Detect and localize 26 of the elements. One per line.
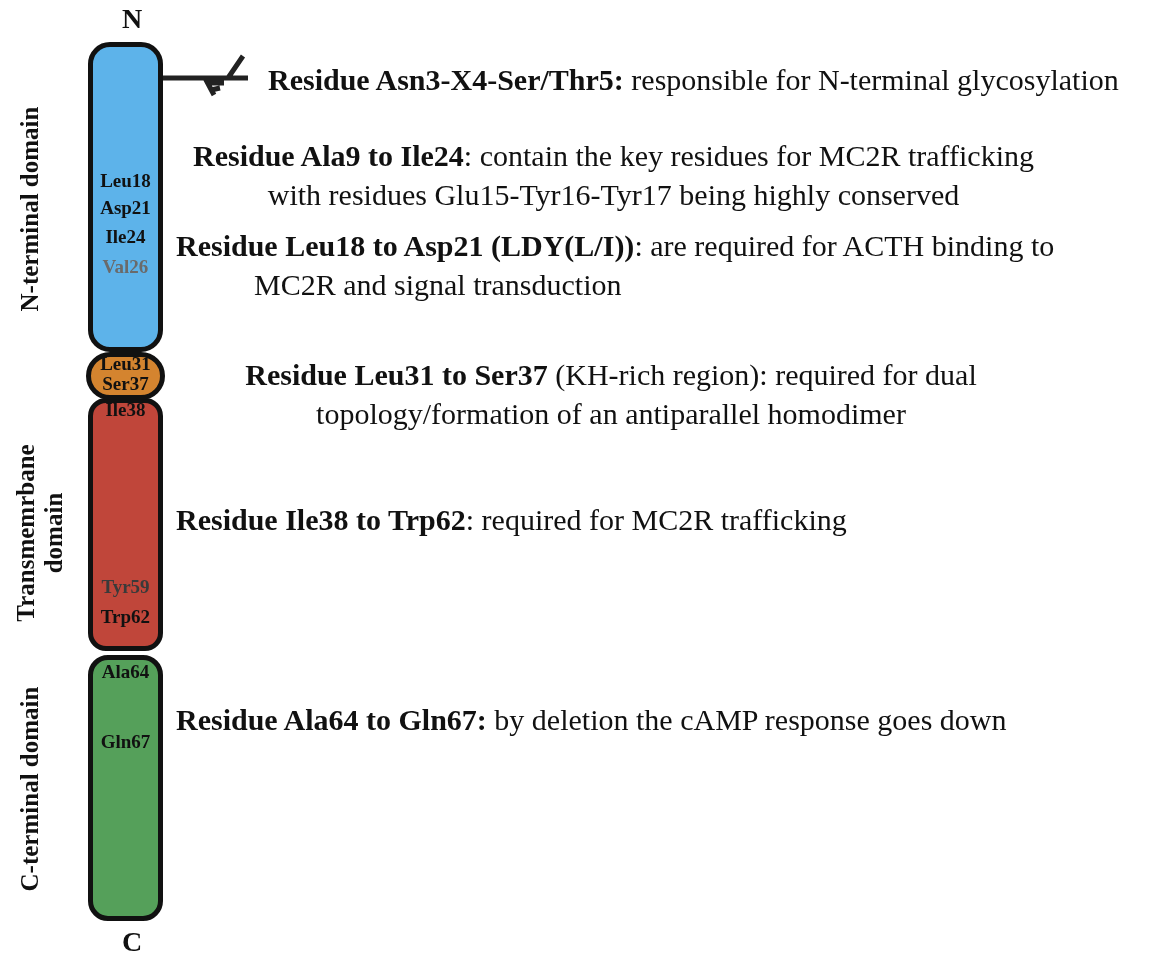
protein-segment <box>88 42 163 352</box>
residue-label: Asp21 <box>99 197 152 219</box>
residue-label: Val26 <box>101 256 150 278</box>
residue-label: Gln67 <box>99 731 152 753</box>
residue-label: Leu31 <box>99 353 152 375</box>
region-description: Residue Ala9 to Ile24: contain the key residues for MC2R trafficking with residues Glu15-Tyr16-Tyr17 being highly conserved <box>192 138 1035 213</box>
protein-region-blob <box>86 352 165 400</box>
region-description: Residue Leu31 to Ser37 (KH-rich region): required for dual topology/formation of an antiparallel homodimer <box>244 357 978 432</box>
region-description: Residue Asn3-X4-Ser/Thr5: responsible for N-terminal glycosylation <box>268 62 1120 98</box>
residue-label: Ile24 <box>104 226 147 248</box>
residue-label: Ala64 <box>100 661 151 683</box>
protein-segment <box>88 398 163 651</box>
residue-label: Leu18 <box>99 170 152 192</box>
region-description: Residue Ile38 to Trp62: required for MC2R trafficking <box>176 502 848 538</box>
domain-label: Transmemrbane domain <box>12 443 68 623</box>
protein-segment <box>88 655 163 921</box>
residue-label: Ile38 <box>104 399 147 421</box>
residue-label: Ser37 <box>101 373 150 395</box>
domain-label: N-terminal domain <box>16 105 44 314</box>
domain-label: C-terminal domain <box>16 685 44 894</box>
terminus-label: N <box>120 2 144 36</box>
region-description: Residue Leu18 to Asp21 (LDY(L/I)): are required for ACTH binding to MC2R and signal transduction <box>176 228 1056 303</box>
region-description: Residue Ala64 to Gln67: by deletion the cAMP response goes down <box>176 702 1008 738</box>
residue-label: Tyr59 <box>100 576 151 598</box>
residue-label: Trp62 <box>99 606 152 628</box>
terminus-label: C <box>120 925 144 959</box>
